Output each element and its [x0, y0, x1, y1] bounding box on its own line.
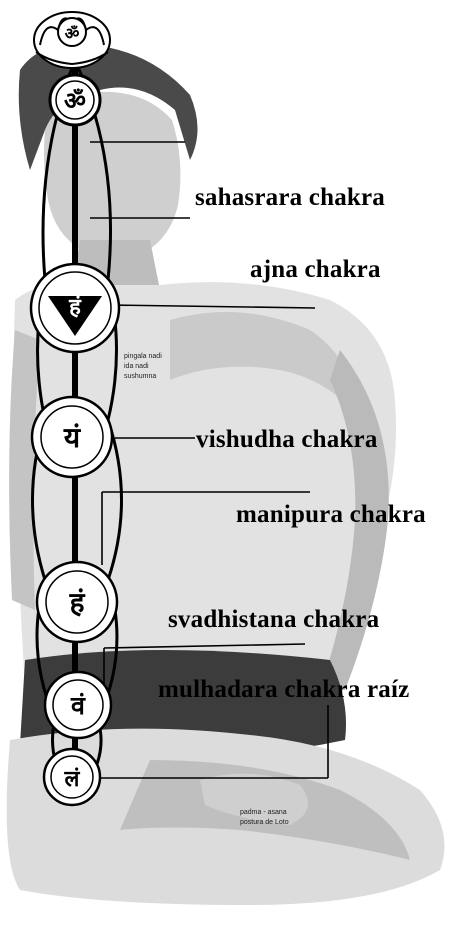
vishudha-chakra: यं [32, 397, 112, 477]
vishudha-symbol: यं [63, 421, 82, 454]
label-postura-loto: postura de Loto [240, 818, 289, 827]
svadhistana-chakra: वं [45, 672, 111, 738]
om-chakra: ॐ [50, 75, 100, 125]
label-padma-asana: padma - asana [240, 808, 287, 817]
ajna-chakra: हं [31, 264, 119, 352]
manipura-symbol: हं [69, 586, 86, 619]
label-vishudha: vishudha chakra [196, 426, 378, 454]
label-pingala-nadi: pingala nadi [124, 352, 162, 361]
ajna-symbol: हं [68, 295, 82, 320]
label-mulhadara: mulhadara chakra raíz [158, 676, 409, 704]
om-symbol: ॐ [64, 87, 86, 115]
label-ida-nadi: ida nadi [124, 362, 149, 371]
svadhistana-symbol: वं [70, 691, 86, 720]
muladhara-chakra: लं [44, 749, 100, 805]
label-sushumna: sushumna [124, 372, 156, 381]
crown-lotus: ॐ [34, 12, 110, 68]
crown-symbol: ॐ [65, 24, 80, 43]
label-svadhistana: svadhistana chakra [168, 606, 379, 634]
label-manipura: manipura chakra [236, 501, 426, 529]
muladhara-symbol: लं [64, 767, 81, 792]
label-ajna: ajna chakra [250, 256, 381, 284]
label-sahasrara: sahasrara chakra [195, 184, 385, 212]
manipura-chakra: हं [37, 562, 117, 642]
